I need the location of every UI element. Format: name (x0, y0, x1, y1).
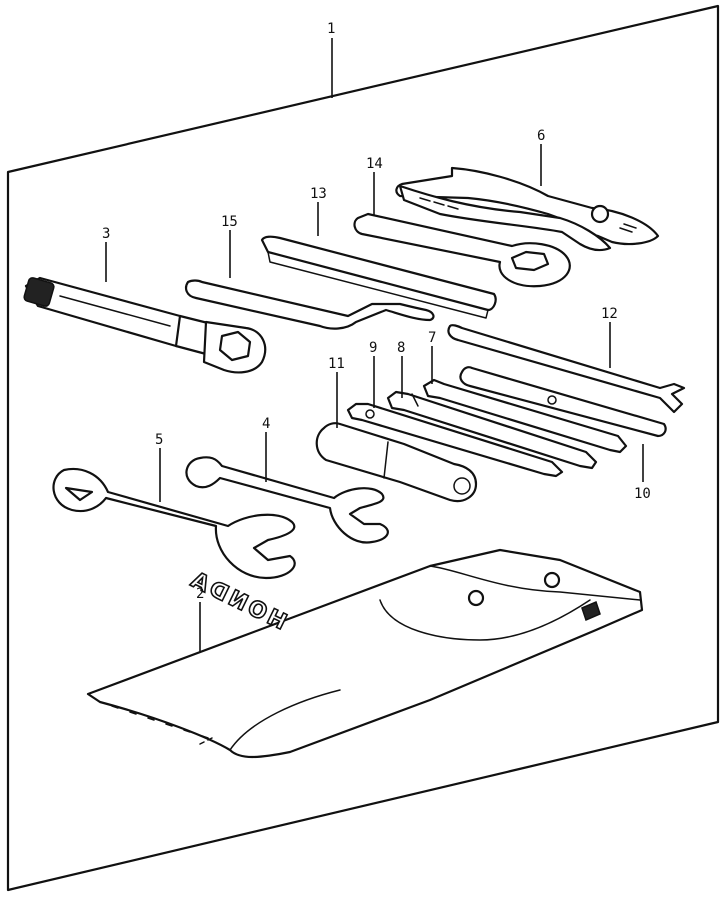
callout-1: 1 (327, 21, 335, 37)
pliers (395, 166, 660, 252)
callout-14: 14 (366, 156, 383, 172)
callout-5: 5 (155, 432, 163, 448)
callout-7: 7 (428, 330, 436, 346)
callout-15: 15 (221, 214, 238, 230)
ring-spanner (353, 212, 571, 288)
hook-spanner (185, 279, 435, 330)
plug-spanner (23, 276, 267, 374)
panel-outline (6, 4, 720, 892)
callout-2: 2 (196, 586, 204, 602)
callout-9: 9 (369, 340, 377, 356)
callout-6: 6 (537, 128, 545, 144)
open-wrench-small (185, 456, 389, 544)
flat-bar (260, 235, 497, 319)
callout-12: 12 (601, 306, 618, 322)
screwdriver-7 (422, 378, 628, 454)
callout-11: 11 (328, 356, 345, 372)
callout-3: 3 (102, 226, 110, 242)
fork-bar (447, 324, 686, 414)
open-wrench-large (52, 467, 296, 580)
callout-numbers: 1 2 3 4 5 6 7 8 9 10 11 12 13 14 15 (102, 21, 651, 602)
callout-8: 8 (397, 340, 405, 356)
handle-bar (459, 366, 667, 438)
screwdriver-9 (346, 402, 564, 478)
tool-bag: HONDA (86, 548, 644, 759)
callout-13: 13 (310, 186, 327, 202)
leader-lines (105, 38, 644, 652)
callout-4: 4 (262, 416, 270, 432)
callout-10: 10 (634, 486, 651, 502)
